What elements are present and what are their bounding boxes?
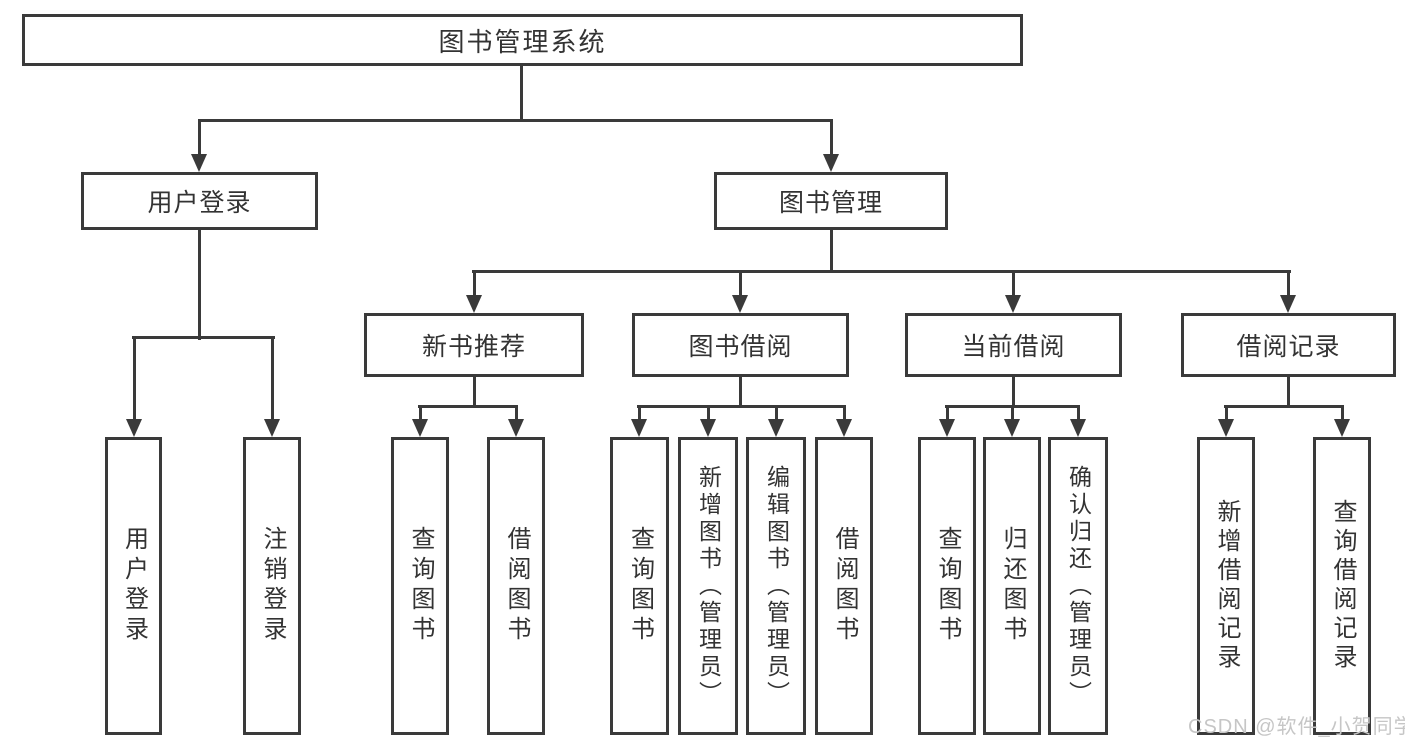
- leaf-add-borrow-record: 新增借阅记录: [1197, 437, 1255, 735]
- arrow-to-edit-book-admin: [768, 408, 784, 437]
- csdn-watermark: CSDN @软件_小贺同学: [1188, 716, 1405, 738]
- leaf-recommend-borrow-books: 借阅图书: [487, 437, 545, 735]
- arrow-to-current-query-books: [939, 408, 955, 437]
- node-borrowing-records: 借阅记录: [1181, 313, 1396, 377]
- connector-records-hbar: [1224, 405, 1344, 408]
- node-library-management-system: 图书管理系统: [22, 14, 1023, 66]
- leaf-query-borrow-record: 查询借阅记录: [1313, 437, 1371, 735]
- connector-current-stem: [1012, 377, 1015, 408]
- arrow-to-borrowing-query-books: [631, 408, 647, 437]
- connector-records-stem: [1287, 377, 1290, 408]
- connector-root-hbar: [198, 119, 833, 122]
- arrow-to-new-book-recommendation: [466, 273, 482, 313]
- arrow-to-borrowing-records: [1280, 273, 1296, 313]
- arrow-to-recommend-query-books: [412, 408, 428, 437]
- arrow-to-add-book-admin: [700, 408, 716, 437]
- arrow-to-user-login: [191, 122, 207, 172]
- arrow-to-query-borrow-record: [1334, 408, 1350, 437]
- arrow-to-confirm-return-admin: [1070, 408, 1086, 437]
- leaf-confirm-return-admin: 确认归还（管理员）: [1048, 437, 1108, 735]
- node-book-management: 图书管理: [714, 172, 948, 230]
- connector-recommend-hbar: [418, 405, 518, 408]
- arrow-to-leaf-logout: [264, 339, 280, 437]
- arrow-to-current-borrowing: [1005, 273, 1021, 313]
- connector-user-login-hbar: [132, 336, 275, 339]
- connector-user-login-stem: [198, 230, 201, 340]
- connector-book-management-stem: [830, 230, 833, 273]
- arrow-to-book-management: [823, 122, 839, 172]
- node-book-borrowing: 图书借阅: [632, 313, 849, 377]
- arrow-to-leaf-user-login: [126, 339, 142, 437]
- leaf-return-books: 归还图书: [983, 437, 1041, 735]
- connector-current-hbar: [945, 405, 1080, 408]
- connector-borrowing-hbar: [637, 405, 846, 408]
- node-current-borrowing: 当前借阅: [905, 313, 1122, 377]
- leaf-borrowing-query-books: 查询图书: [610, 437, 669, 735]
- node-user-login: 用户登录: [81, 172, 318, 230]
- leaf-edit-book-admin: 编辑图书（管理员）: [746, 437, 806, 735]
- arrow-to-book-borrowing: [732, 273, 748, 313]
- connector-book-management-hbar: [472, 270, 1291, 273]
- node-new-book-recommendation: 新书推荐: [364, 313, 584, 377]
- arrow-to-return-books: [1004, 408, 1020, 437]
- connector-borrowing-stem: [739, 377, 742, 408]
- leaf-logout: 注销登录: [243, 437, 301, 735]
- arrow-to-add-borrow-record: [1218, 408, 1234, 437]
- connector-root-stem: [520, 65, 523, 122]
- leaf-recommend-query-books: 查询图书: [391, 437, 449, 735]
- arrow-to-borrowing-borrow-books: [836, 408, 852, 437]
- leaf-current-query-books: 查询图书: [918, 437, 976, 735]
- arrow-to-recommend-borrow-books: [508, 408, 524, 437]
- leaf-borrowing-borrow-books: 借阅图书: [815, 437, 873, 735]
- leaf-user-login: 用户登录: [105, 437, 162, 735]
- leaf-add-book-admin: 新增图书（管理员）: [678, 437, 738, 735]
- connector-recommend-stem: [473, 377, 476, 408]
